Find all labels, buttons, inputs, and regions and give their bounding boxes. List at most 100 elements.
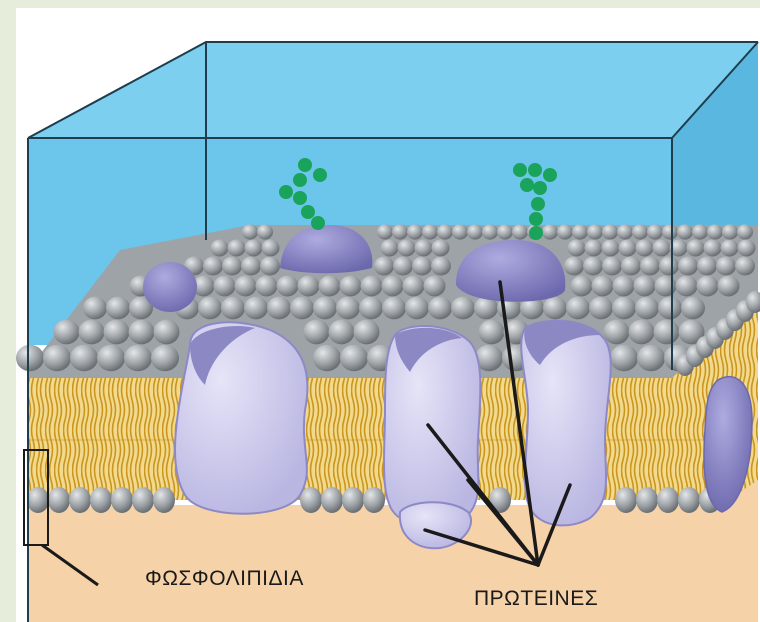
phospholipid-head	[398, 239, 416, 256]
phospholipid-head	[722, 224, 738, 239]
extracellular-water-top	[28, 42, 758, 138]
phospholipid-head	[632, 224, 648, 239]
phospholipid-head	[659, 257, 679, 276]
phospholipid-head	[277, 276, 299, 297]
phospholipid-head	[583, 257, 603, 276]
phospholipid-head	[422, 224, 438, 239]
phospholipid-head	[321, 487, 343, 513]
phospholipid-head	[432, 239, 450, 256]
phospholipid-head	[424, 276, 446, 297]
phospholipid-head	[361, 276, 383, 297]
phospholipid-head	[260, 257, 280, 276]
phospholipid-head	[342, 487, 364, 513]
phospholipid-head	[319, 276, 341, 297]
phospholipid-head	[512, 224, 528, 239]
phospholipid-head	[313, 345, 341, 372]
phospholipid-head	[592, 276, 614, 297]
phospholipid-head	[267, 297, 291, 320]
phospholipid-head	[304, 320, 330, 345]
phospholipid-head	[707, 224, 723, 239]
phospholipid-head	[697, 257, 717, 276]
phospholipid-head	[336, 297, 360, 320]
phospholipid-head	[678, 257, 698, 276]
phospholipid-head	[43, 345, 71, 372]
phospholipid-head	[359, 297, 383, 320]
phospholipid-head	[589, 297, 613, 320]
phospholipid-head	[610, 345, 638, 372]
phospholipid-head	[407, 224, 423, 239]
phospholipid-head	[437, 224, 453, 239]
phospholipid-head	[721, 239, 739, 256]
phospholipid-head	[382, 297, 406, 320]
phospholipid-head	[70, 345, 98, 372]
phospholipid-head	[154, 320, 180, 345]
phospholipid-head	[392, 224, 408, 239]
phospholipid-head	[451, 297, 475, 320]
phospholipid-head	[654, 320, 680, 345]
protein-channel-left	[175, 322, 307, 513]
phospholipid-head	[415, 239, 433, 256]
phospholipid-head	[640, 257, 660, 276]
phospholipid-head	[735, 257, 755, 276]
phospholipid-head	[452, 224, 468, 239]
phospholipid-head	[564, 257, 584, 276]
phospholipid-head	[692, 224, 708, 239]
phospholipid-head	[198, 297, 222, 320]
phospholipid-head	[214, 276, 236, 297]
phospholipid-head	[617, 224, 633, 239]
phospholipid-head	[636, 239, 654, 256]
phospholipid-head	[377, 224, 393, 239]
phospholipid-head	[613, 276, 635, 297]
phospholipid-head	[262, 239, 280, 256]
phospholipid-head	[602, 239, 620, 256]
phospholipid-head	[568, 239, 586, 256]
phospholipid-head	[403, 276, 425, 297]
phospholipid-head	[566, 297, 590, 320]
phospholipid-head	[612, 297, 636, 320]
phospholipid-head	[16, 345, 44, 372]
phospholipid-head	[737, 224, 753, 239]
phospholipid-head	[104, 320, 130, 345]
phospholipid-head	[602, 257, 622, 276]
phospholipid-head	[636, 487, 658, 513]
phospholipid-head	[621, 257, 641, 276]
phospholipid-head	[653, 239, 671, 256]
phospholipid-head	[363, 487, 385, 513]
phospholipid-head	[245, 239, 263, 256]
phospholipid-head	[647, 224, 663, 239]
phospholipid-head	[228, 239, 246, 256]
phospholipid-head	[111, 487, 133, 513]
phospholipid-head	[655, 276, 677, 297]
phospholipid-head	[479, 320, 505, 345]
proteins-label: ΠΡΩΤΕΙΝΕΣ	[474, 587, 598, 611]
phospholipid-head	[542, 224, 558, 239]
phospholipid-head	[687, 239, 705, 256]
phospholipid-head	[704, 239, 722, 256]
phospholipid-head	[634, 276, 656, 297]
phospholipid-head	[153, 487, 175, 513]
phospholipid-head	[222, 257, 242, 276]
phospholipid-head	[381, 239, 399, 256]
phospholipid-head	[129, 320, 155, 345]
phospholipid-head	[662, 224, 678, 239]
peripheral-protein-small	[143, 262, 197, 312]
phospholipid-head	[132, 487, 154, 513]
phospholipid-head	[54, 320, 80, 345]
phospholipid-head	[340, 276, 362, 297]
phospholipid-head	[313, 297, 337, 320]
phospholipid-head	[382, 276, 404, 297]
phospholipid-head	[604, 320, 630, 345]
phospholipid-head	[83, 297, 107, 320]
phospholipid-head	[90, 487, 112, 513]
phospholipid-head	[354, 320, 380, 345]
phospholipid-head	[482, 224, 498, 239]
phospholipid-head	[658, 297, 682, 320]
phospholipid-head	[27, 487, 49, 513]
phospholipid-head	[241, 257, 261, 276]
phospholipid-head	[615, 487, 637, 513]
phospholipid-head	[677, 224, 693, 239]
phospholipid-head	[124, 345, 152, 372]
phospholipid-head	[393, 257, 413, 276]
phospholipid-head	[557, 224, 573, 239]
